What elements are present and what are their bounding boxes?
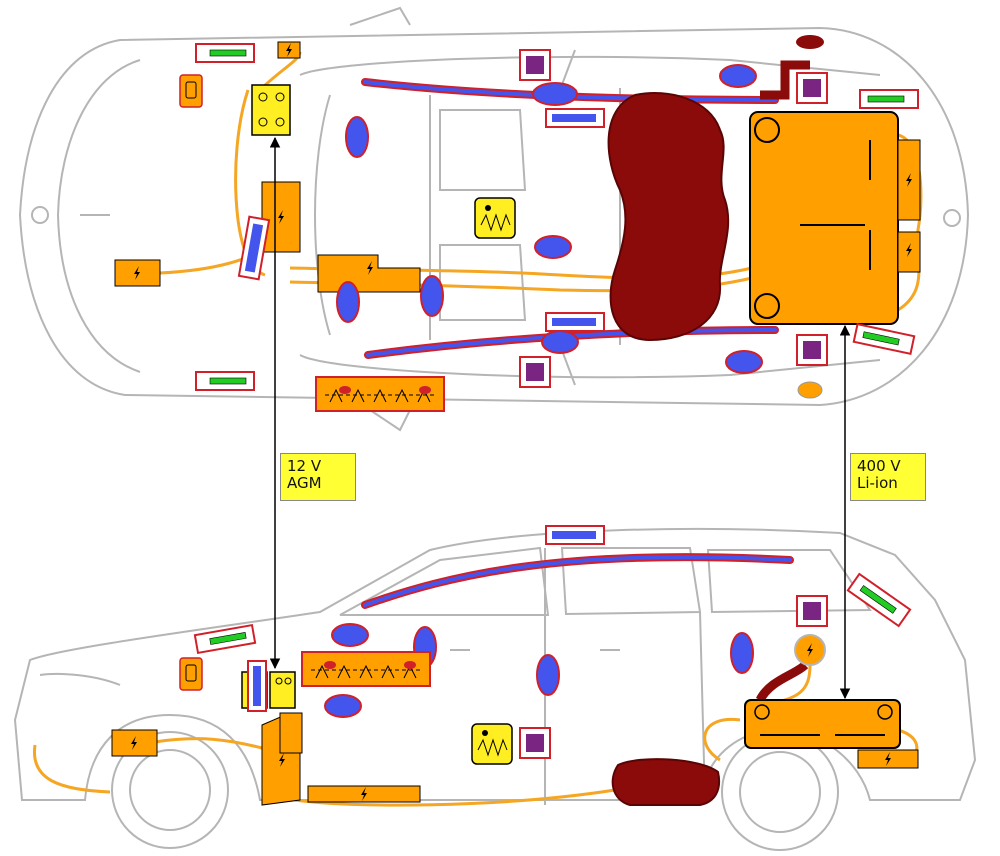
hv-components-top: [114, 41, 421, 293]
hv-battery-side: [744, 699, 919, 769]
fuel-tank-top: [607, 35, 824, 342]
airbags-side: [324, 623, 754, 718]
fuel-tank-side: [611, 661, 809, 806]
label-12v-voltage: 12 V: [287, 457, 322, 475]
label-12v-agm: 12 V AGM: [280, 453, 356, 501]
battery-12v-top: [251, 84, 291, 136]
inflators-side: [247, 525, 605, 712]
control-unit-side: [471, 723, 513, 765]
gas-generators-top: [519, 49, 828, 388]
charge-socket-side: [794, 634, 826, 666]
label-400v-li-ion: 400 V Li-ion: [850, 453, 926, 501]
fuse-box-top: [179, 74, 203, 108]
fuse-box-side: [179, 657, 203, 691]
inflators-top: [237, 108, 605, 332]
control-unit-top: [474, 197, 516, 239]
gas-generators-side: [519, 595, 828, 759]
curtain-airbag-side: [361, 553, 794, 609]
label-400v-voltage: 400 V: [857, 457, 901, 475]
hv-battery-top: [749, 111, 921, 325]
pyro-strip-side: [301, 651, 431, 687]
label-12v-type: AGM: [287, 474, 322, 492]
pyro-strip-top: [315, 376, 445, 412]
seatbelt-tensioners-side: [193, 572, 912, 655]
connector-arrows: [269, 136, 851, 700]
label-400v-type: Li-ion: [857, 474, 898, 492]
car-top-view: [18, 6, 970, 432]
charge-socket-top: [797, 381, 823, 399]
seatbelt-tensioners-top: [195, 43, 919, 391]
hv-components-side: [111, 712, 421, 806]
